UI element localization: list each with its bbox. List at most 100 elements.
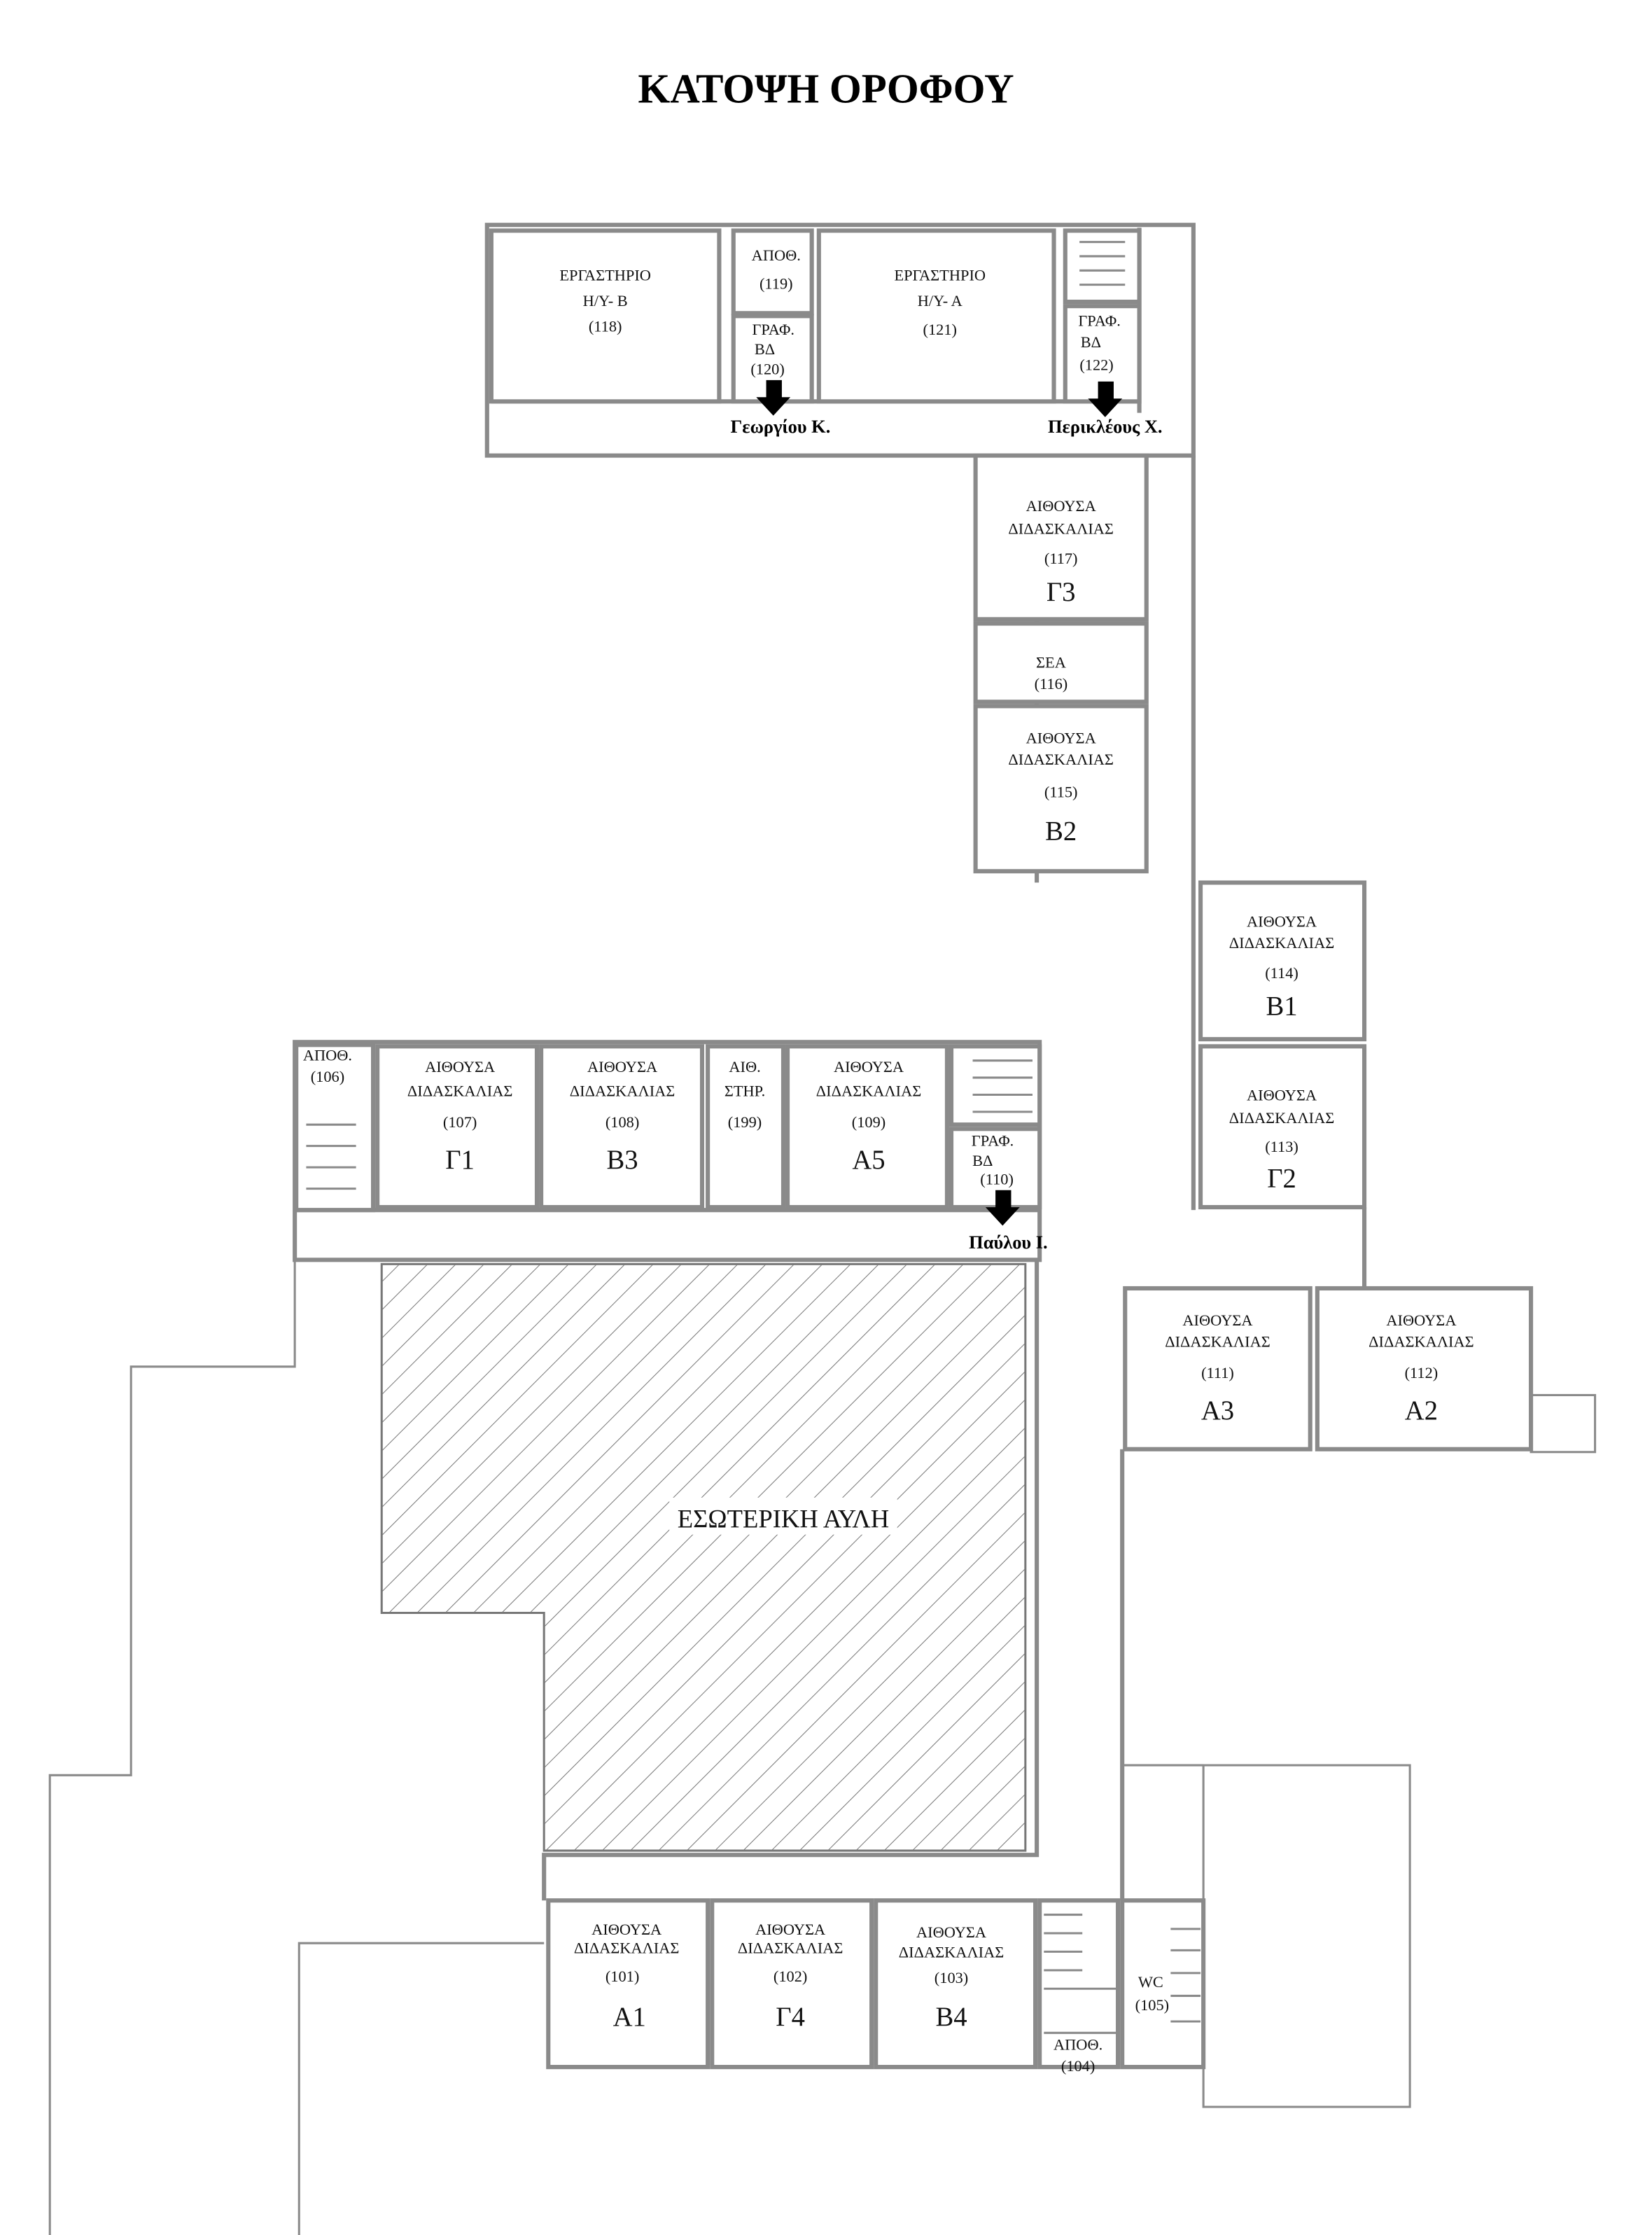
room-label: ΔΙΔΑΣΚΑΛΙΑΣ — [738, 1939, 844, 1956]
room-label: (110) — [980, 1171, 1014, 1188]
room-label: ΓΡΑΦ. — [1078, 312, 1121, 330]
room-label: (115) — [1044, 784, 1078, 801]
room-label: WC — [1138, 1973, 1163, 1991]
room-114: ΑΙΘΟΥΣΑ ΔΙΔΑΣΚΑΛΙΑΣ (114) Β1 — [1198, 880, 1367, 1042]
room-label: (114) — [1265, 964, 1298, 982]
room-label: Γ1 — [445, 1146, 475, 1175]
room-label: Α1 — [613, 2003, 646, 2032]
room-label: (121) — [923, 321, 957, 338]
room-label: Γεωργίου Κ. — [730, 416, 830, 437]
staff-perikleous: Περικλέους Χ. — [1048, 381, 1163, 437]
room-label: (103) — [934, 1969, 968, 1986]
room-199: ΑΙΘ. ΣΤΗΡ. (199) — [706, 1044, 786, 1210]
arrow-down-icon — [756, 380, 791, 416]
room-label: ΕΣΩΤΕΡΙΚΗ ΑΥΛΗ — [678, 1505, 889, 1533]
stairs-top — [1063, 228, 1142, 305]
room-label: (112) — [1405, 1364, 1438, 1381]
room-label: ΑΙΘΟΥΣΑ — [1026, 497, 1096, 515]
room-label: (199) — [728, 1113, 762, 1131]
room-label: Η/Υ- Α — [918, 292, 962, 309]
room-label: (102) — [774, 1968, 807, 1985]
room-106: ΑΠΟΘ. (106) — [294, 1043, 376, 1213]
room-label: ΔΙΔΑΣΚΑΛΙΑΣ — [1368, 1332, 1474, 1350]
room-label: ΔΙΔΑΣΚΑΛΙΑΣ — [1008, 520, 1114, 537]
room-label: ΑΙΘΟΥΣΑ — [1247, 913, 1317, 931]
room-label: ΑΠΟΘ. — [303, 1047, 352, 1064]
room-label: ΑΙΘΟΥΣΑ — [587, 1058, 657, 1075]
room-label: ΑΙΘΟΥΣΑ — [1247, 1087, 1317, 1104]
room-101: ΑΙΘΟΥΣΑ ΔΙΔΑΣΚΑΛΙΑΣ (101) Α1 — [546, 1898, 710, 2070]
room-label: ΔΙΔΑΣΚΑΛΙΑΣ — [1165, 1332, 1270, 1350]
room-label: ΑΙΘΟΥΣΑ — [755, 1921, 825, 1938]
room-label: Γ4 — [776, 2003, 805, 2032]
room-label: (117) — [1044, 550, 1078, 567]
room-label: ΑΙΘΟΥΣΑ — [834, 1058, 904, 1075]
room-116: ΣΕΑ (116) — [973, 621, 1149, 704]
room-label: ΔΙΔΑΣΚΑΛΙΑΣ — [574, 1939, 680, 1956]
room-label: ΔΙΔΑΣΚΑΛΙΑΣ — [816, 1082, 922, 1100]
room-label: ΔΙΔΑΣΚΑΛΙΑΣ — [1008, 751, 1114, 768]
room-label: ΔΙΔΑΣΚΑΛΙΑΣ — [899, 1944, 1004, 1961]
room-label: (104) — [1061, 2057, 1095, 2075]
room-label: (101) — [606, 1968, 639, 1985]
room-121: ΕΡΓΑΣΤΗΡΙΟ Η/Υ- Α (121) — [816, 228, 1056, 404]
room-label: (119) — [760, 275, 793, 293]
room-label: ΑΙΘ. — [729, 1058, 760, 1075]
room-label: ΓΡΑΦ. — [972, 1132, 1014, 1150]
room-label: ΑΙΘΟΥΣΑ — [1386, 1311, 1456, 1329]
room-label: ΔΙΔΑΣΚΑΛΙΑΣ — [570, 1082, 676, 1100]
room-label: Β2 — [1045, 817, 1077, 847]
room-label: ΒΔ — [972, 1152, 993, 1169]
room-label: ΔΙΔΑΣΚΑΛΙΑΣ — [1229, 1109, 1335, 1127]
room-label: Β1 — [1266, 992, 1297, 1022]
room-label: Η/Υ- Β — [583, 292, 628, 309]
room-109: ΑΙΘΟΥΣΑ ΔΙΔΑΣΚΑΛΙΑΣ (109) Α5 — [785, 1044, 949, 1210]
room-label: Β3 — [607, 1146, 638, 1175]
room-115: ΑΙΘΟΥΣΑ ΔΙΔΑΣΚΑΛΙΑΣ (115) Β2 — [973, 704, 1149, 874]
room-label: ΑΙΘΟΥΣΑ — [1182, 1311, 1252, 1329]
room-label: Παύλου Ι. — [969, 1232, 1047, 1253]
room-label: ΑΙΘΟΥΣΑ — [425, 1058, 495, 1075]
room-label: (111) — [1201, 1364, 1234, 1381]
room-label: Α2 — [1405, 1396, 1438, 1426]
arrow-down-icon — [1088, 381, 1123, 417]
room-label: ΑΙΘΟΥΣΑ — [592, 1921, 662, 1938]
room-label: (109) — [852, 1113, 886, 1131]
room-117: ΑΙΘΟΥΣΑ ΔΙΔΑΣΚΑΛΙΑΣ (117) Γ3 — [973, 453, 1149, 622]
room-label: ΒΔ — [1081, 333, 1101, 351]
room-label: Γ3 — [1046, 578, 1076, 607]
plan-title: ΚΑΤΟΨΗ ΟΡΟΦΟΥ — [638, 65, 1014, 111]
room-label: ΓΡΑΦ. — [752, 321, 794, 338]
room-label: ΑΙΘΟΥΣΑ — [916, 1923, 986, 1941]
arrow-down-icon — [985, 1190, 1020, 1226]
stairs-bottom: ΑΠΟΘ. (104) — [1037, 1898, 1121, 2075]
room-label: Β4 — [935, 2003, 967, 2032]
room-113: ΑΙΘΟΥΣΑ ΔΙΔΑΣΚΑΛΙΑΣ (113) Γ2 — [1198, 1044, 1367, 1210]
room-108: ΑΙΘΟΥΣΑ ΔΙΔΑΣΚΑΛΙΑΣ (108) Β3 — [539, 1044, 705, 1210]
room-label: (113) — [1265, 1138, 1298, 1155]
staff-pavlou: Παύλου Ι. — [969, 1190, 1048, 1253]
room-label: ΒΔ — [755, 340, 775, 358]
room-label: (116) — [1035, 675, 1068, 692]
stairs-middle — [948, 1044, 1042, 1127]
room-label: ΕΡΓΑΣΤΗΡΙΟ — [559, 267, 651, 284]
room-112: ΑΙΘΟΥΣΑ ΔΙΔΑΣΚΑΛΙΑΣ (112) Α2 — [1315, 1286, 1534, 1451]
room-label: ΣΤΗΡ. — [724, 1082, 765, 1100]
room-label: (120) — [750, 361, 784, 378]
room-label: (105) — [1135, 1996, 1169, 2014]
room-label: ΕΡΓΑΣΤΗΡΙΟ — [894, 267, 986, 284]
inner-courtyard: ΕΣΩΤΕΡΙΚΗ ΑΥΛΗ — [380, 1262, 1027, 1852]
room-105: WC (105) — [1120, 1898, 1206, 2070]
room-label: Α5 — [852, 1146, 885, 1175]
room-label: Περικλέους Χ. — [1048, 416, 1163, 437]
room-119: ΑΠΟΘ. (119) — [731, 228, 814, 316]
room-label: ΔΙΔΑΣΚΑΛΙΑΣ — [1229, 934, 1335, 952]
room-label: (118) — [589, 318, 622, 335]
room-label: ΣΕΑ — [1036, 654, 1066, 671]
room-label: ΑΙΘΟΥΣΑ — [1026, 729, 1096, 746]
room-label: ΔΙΔΑΣΚΑΛΙΑΣ — [407, 1082, 513, 1100]
room-label: (106) — [311, 1068, 344, 1085]
room-111: ΑΙΘΟΥΣΑ ΔΙΔΑΣΚΑΛΙΑΣ (111) Α3 — [1123, 1286, 1312, 1451]
room-label: ΑΠΟΘ. — [752, 246, 801, 264]
